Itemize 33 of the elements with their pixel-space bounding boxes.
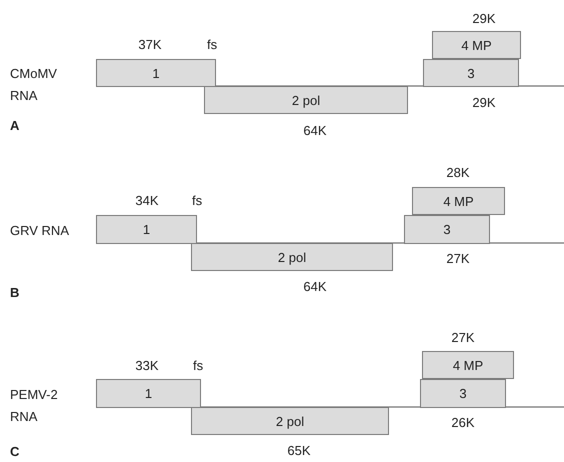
orf-box: 4 MP	[422, 351, 514, 379]
orf-box: 4 MP	[432, 31, 521, 59]
orf-box: 4 MP	[412, 187, 505, 215]
protein-size-label: 64K	[303, 123, 327, 138]
protein-size-label: 29K	[472, 95, 496, 110]
frameshift-label: fs	[193, 358, 204, 373]
protein-size-label: 27K	[451, 330, 475, 345]
protein-size-label: 65K	[287, 443, 311, 458]
orf-box: 2 pol	[191, 407, 389, 435]
genome-label: CMoMV RNA	[10, 65, 58, 105]
protein-size-label: 33K	[135, 358, 159, 373]
protein-size-label: 64K	[303, 279, 327, 294]
frameshift-label: fs	[207, 37, 218, 52]
protein-size-label: 26K	[451, 415, 475, 430]
genome-label: GRV RNA	[10, 222, 70, 240]
orf-box: 1	[96, 379, 201, 408]
genome-label: PEMV-2 RNA	[10, 386, 59, 426]
frameshift-label: fs	[192, 193, 202, 208]
panel-letter: A	[10, 118, 20, 133]
protein-size-label: 34K	[135, 193, 159, 208]
orf-box: 1	[96, 59, 216, 87]
orf-box: 1	[96, 215, 197, 244]
orf-box: 3	[404, 215, 490, 244]
protein-size-label: 29K	[472, 11, 496, 26]
orf-box: 3	[420, 379, 506, 408]
protein-size-label: 28K	[446, 165, 470, 180]
protein-size-label: 27K	[446, 251, 470, 266]
orf-box: 3	[423, 59, 519, 87]
orf-box: 2 pol	[191, 243, 393, 271]
panel-letter: C	[10, 444, 20, 459]
panel-letter: B	[10, 285, 20, 300]
orf-box: 2 pol	[204, 86, 408, 114]
protein-size-label: 37K	[138, 37, 162, 52]
